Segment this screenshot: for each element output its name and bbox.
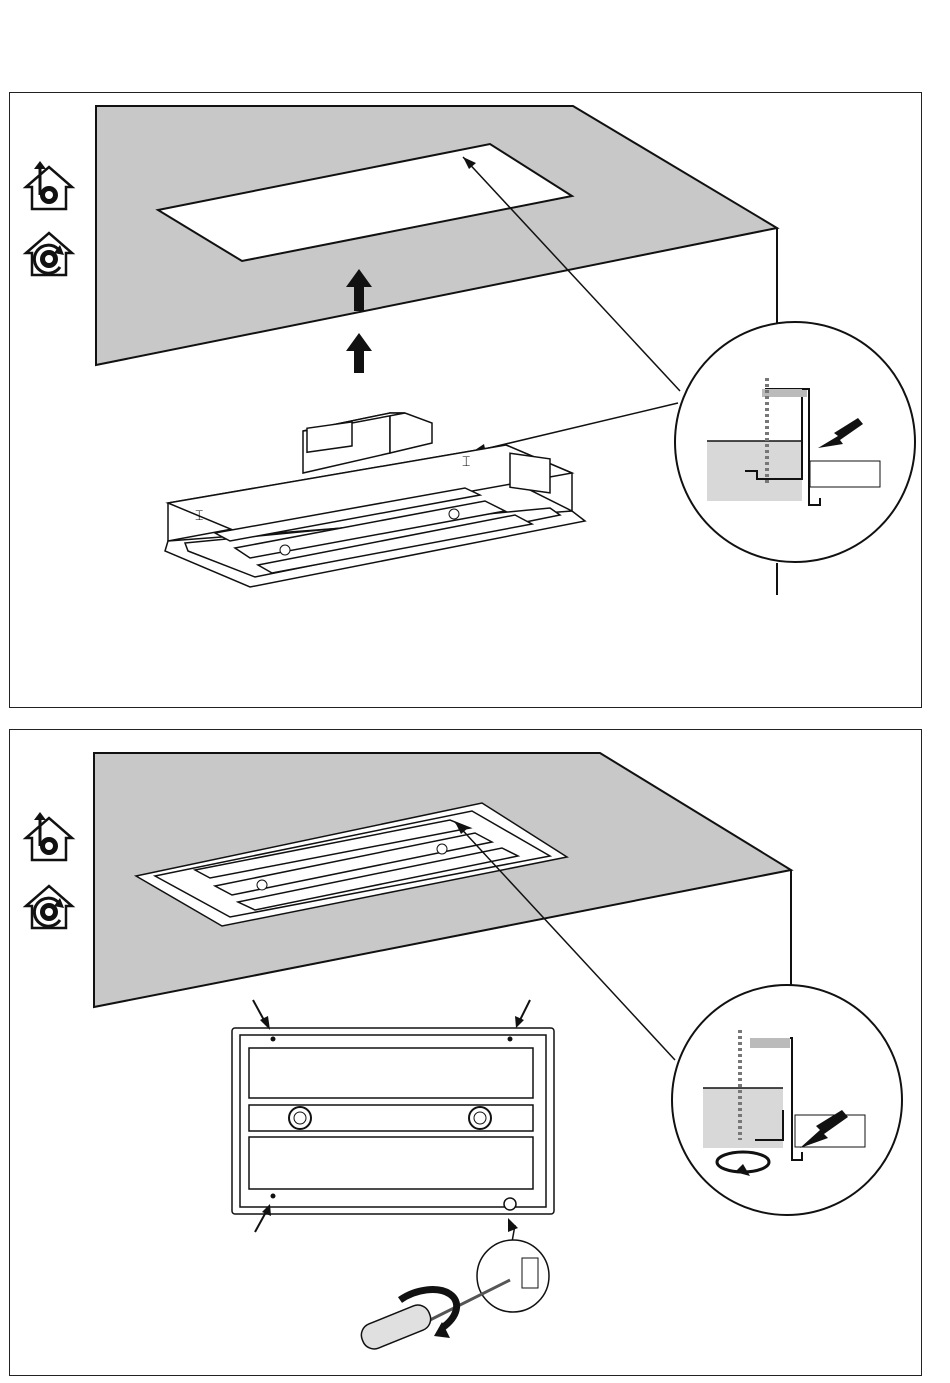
cooker-hood-unit (165, 413, 585, 587)
recirculation-mode-icon (22, 227, 76, 277)
lift-arrow-lower (346, 333, 372, 373)
bracket-detail-inset (672, 985, 902, 1215)
recirculation-mode-icon (22, 880, 76, 930)
ducted-mode-icon (22, 812, 76, 862)
step-2-illustration (10, 730, 921, 1375)
svg-text:⌶: ⌶ (462, 454, 470, 470)
hood-front-view (232, 1028, 554, 1214)
screw-pointer-top-left (253, 1000, 270, 1030)
ducted-mode-icon (22, 161, 76, 211)
svg-text:⌶: ⌶ (195, 508, 203, 524)
screwdriver-detail (358, 1218, 549, 1353)
bracket-detail-inset (675, 322, 915, 562)
step-1-panel: ⌶ ⌶ (9, 92, 922, 708)
step-1-illustration: ⌶ ⌶ (10, 93, 921, 707)
screw-pointer-top-right (515, 1000, 530, 1028)
step-2-panel (9, 729, 922, 1376)
